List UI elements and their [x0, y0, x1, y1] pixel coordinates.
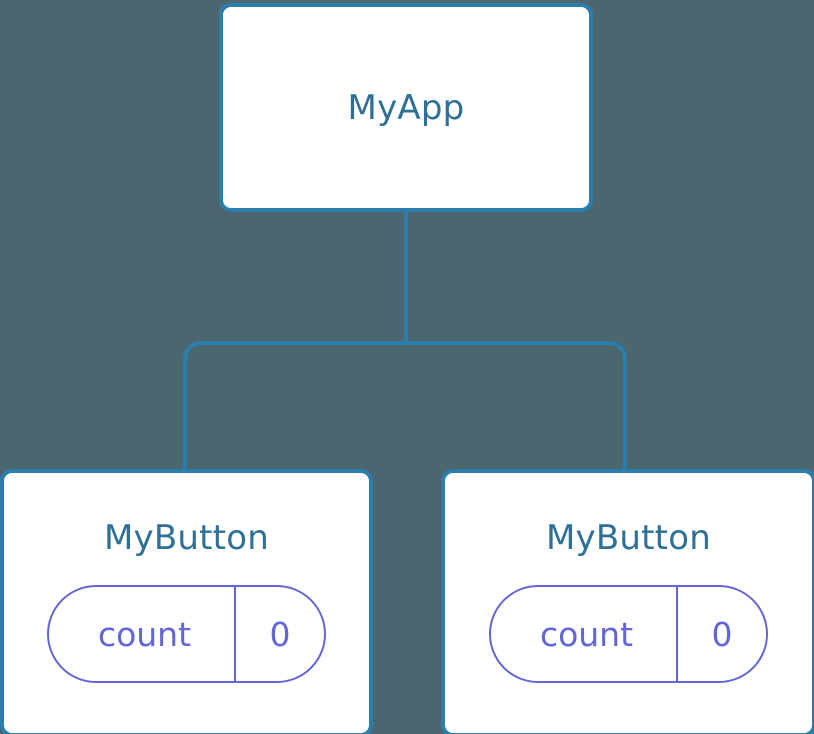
state-pill-value: 0: [234, 587, 324, 681]
state-pill-key: count: [97, 614, 192, 654]
node-title: MyButton: [104, 518, 269, 558]
state-pill-count[interactable]: count 0: [47, 585, 326, 683]
state-pill-key: count: [539, 614, 634, 654]
node-mybutton-0[interactable]: MyButton count 0: [0, 469, 373, 734]
node-title: MyApp: [347, 87, 465, 128]
connector-branch-right: [406, 341, 627, 471]
node-myapp[interactable]: MyApp: [219, 3, 593, 212]
node-mybutton-1[interactable]: MyButton count 0: [441, 469, 814, 734]
state-pill-value: 0: [676, 587, 766, 681]
node-title: MyButton: [546, 518, 711, 558]
state-pill-count[interactable]: count 0: [489, 585, 768, 683]
connector-branch-left: [183, 341, 406, 471]
